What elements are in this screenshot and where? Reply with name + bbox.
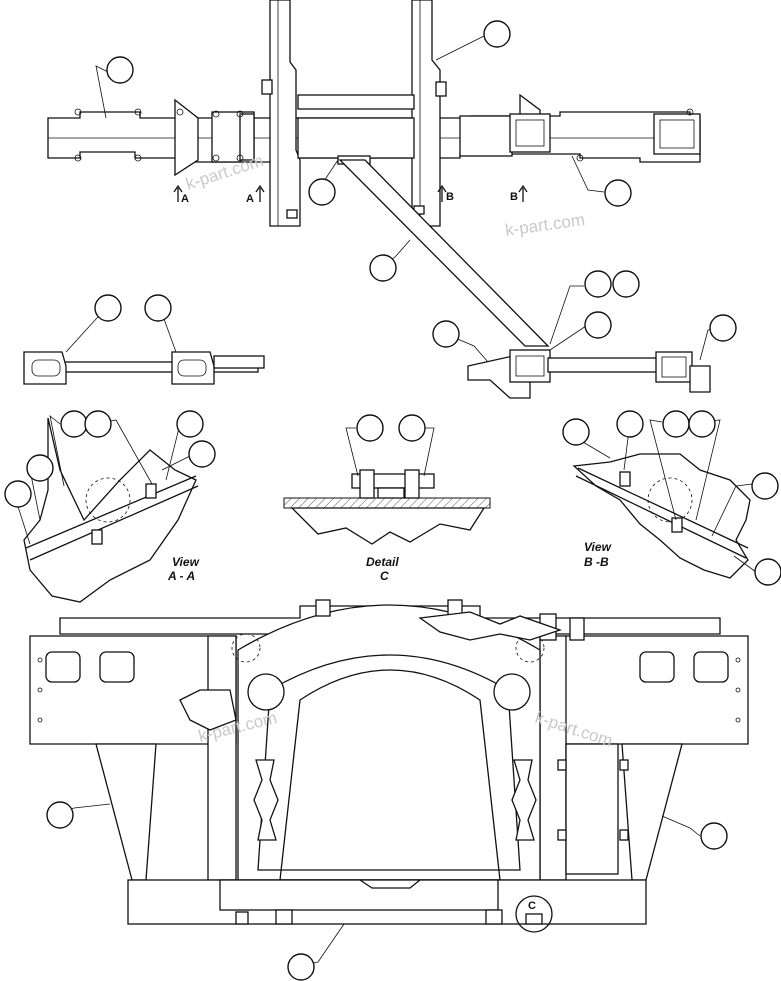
- callout-circle: [188, 440, 216, 468]
- bottom-frame-assembly: C: [29, 599, 749, 933]
- detail-c-marker-label: C: [528, 900, 536, 912]
- callout-circle: [709, 314, 737, 342]
- view-a-a-drawing: View A - A: [23, 417, 202, 603]
- callout-circle: [562, 418, 590, 446]
- view-b-b-caption: View B -B: [584, 540, 614, 569]
- left-middle-bar: [23, 351, 265, 385]
- view-b-b-drawing: View B -B: [572, 453, 751, 579]
- callout-circle: [4, 480, 32, 508]
- callout-circle: [612, 270, 640, 298]
- callout-circle: [144, 294, 172, 322]
- callout-circle: [94, 294, 122, 322]
- callout-circle: [688, 410, 716, 438]
- callouts: [4, 20, 781, 981]
- callout-circle: [432, 320, 460, 348]
- callout-circle: [46, 801, 74, 829]
- callout-circle: [84, 410, 112, 438]
- callout-circle: [369, 254, 397, 282]
- callout-circle: [754, 558, 781, 586]
- callout-circle: [584, 270, 612, 298]
- callout-circle: [176, 410, 204, 438]
- callout-circle: [604, 179, 632, 207]
- detail-c-drawing: Detail C: [283, 469, 491, 583]
- callout-circle: [106, 56, 134, 84]
- watermark-2: k-part.com: [504, 210, 586, 240]
- detail-c-marker: C: [515, 895, 553, 933]
- callout-circle: [700, 822, 728, 850]
- section-label-a-right: A: [246, 193, 254, 205]
- callout-circle: [616, 410, 644, 438]
- callout-circle: [398, 414, 426, 442]
- section-arrow-a-right: A: [246, 184, 265, 205]
- section-label-a-left: A: [181, 193, 189, 205]
- callout-circle: [308, 178, 336, 206]
- callout-circle: [584, 311, 612, 339]
- detail-c-caption: Detail C: [366, 555, 402, 583]
- callout-circle: [26, 454, 54, 482]
- callout-circle: [356, 414, 384, 442]
- section-arrow-b-left: B: [437, 184, 454, 203]
- section-arrow-b-right: B: [510, 184, 528, 203]
- section-label-b-right: B: [510, 191, 518, 203]
- callout-circle: [662, 410, 690, 438]
- callout-circle: [287, 953, 315, 981]
- callout-circle: [751, 472, 779, 500]
- section-label-b-left: B: [446, 191, 454, 203]
- view-a-a-caption: View A - A: [167, 555, 202, 583]
- right-lower-rail: [467, 349, 711, 399]
- callout-circle: [60, 410, 88, 438]
- callout-circle: [483, 20, 511, 48]
- section-arrow-a-left: A: [173, 184, 189, 205]
